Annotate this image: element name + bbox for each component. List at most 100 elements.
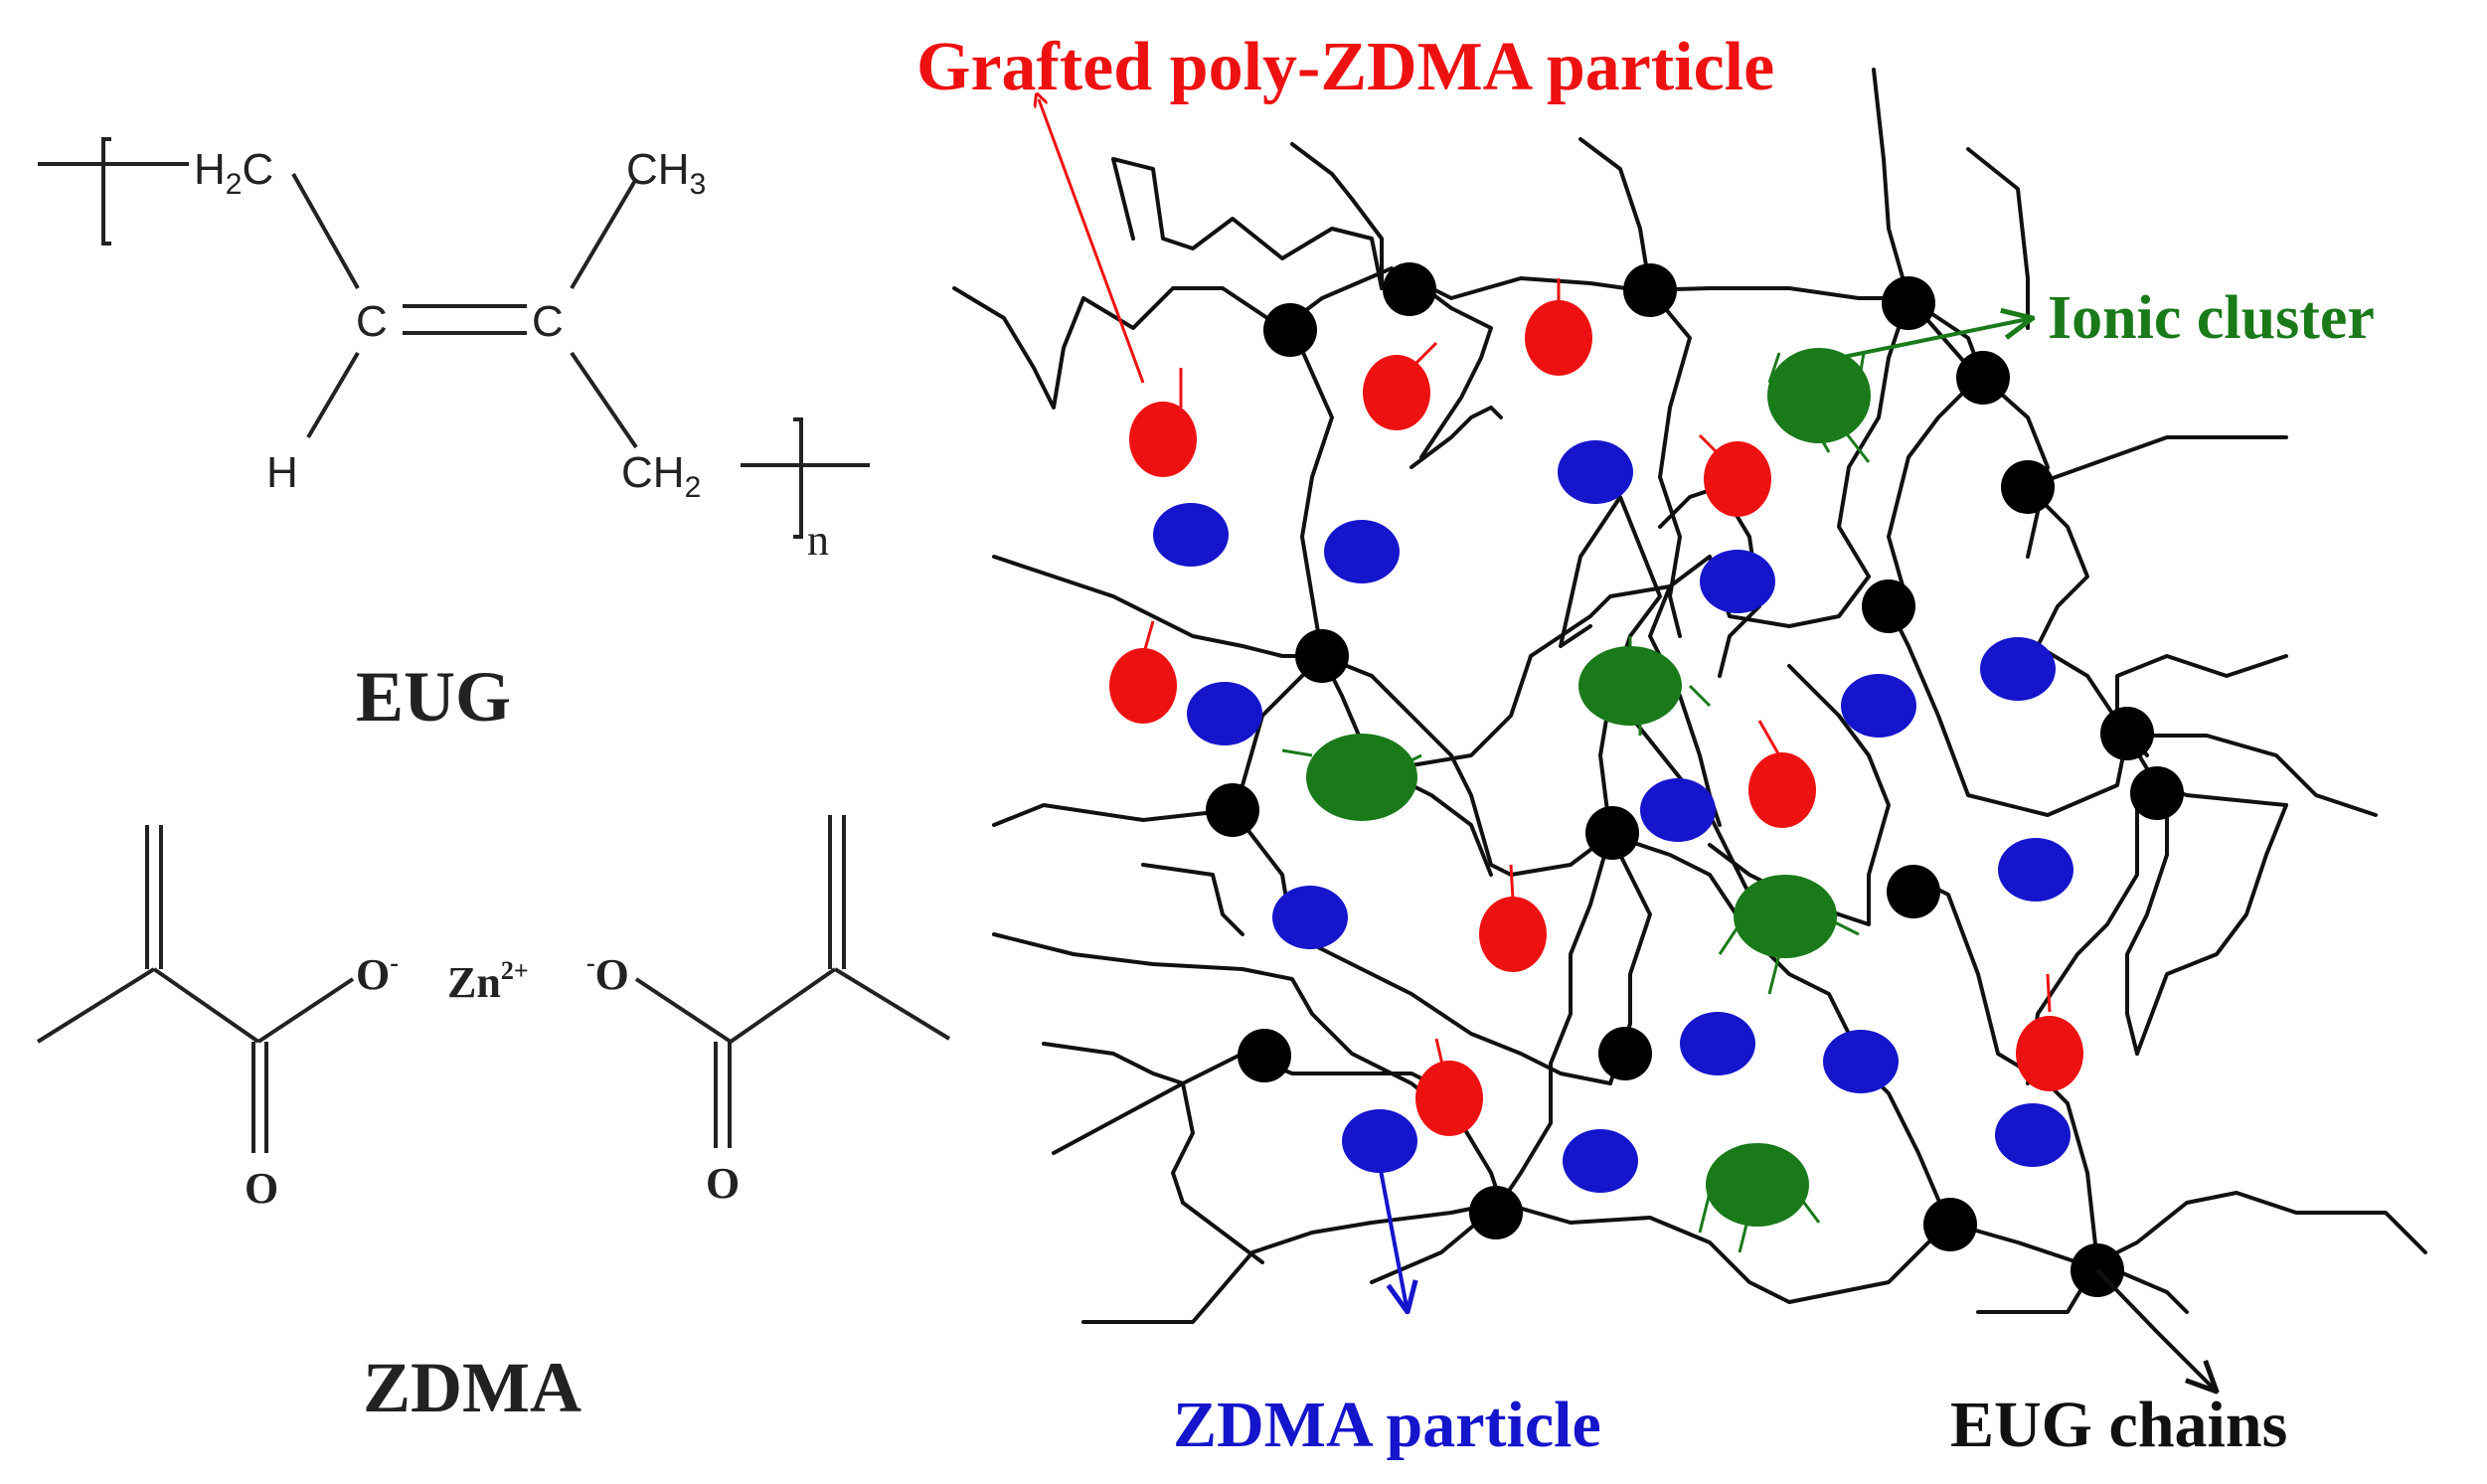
ionic-cluster	[1734, 875, 1837, 958]
grafted-particle	[1704, 441, 1771, 517]
zdma-o-minus-right: -O	[586, 948, 629, 999]
zdma-particle-label: ZDMA particle	[1173, 1389, 1601, 1461]
eug-chain	[1608, 833, 1950, 1225]
grafted-label: Grafted poly-ZDMA particle	[916, 29, 1774, 105]
eug-right-bracket	[793, 417, 803, 539]
crosslink-point	[1923, 1198, 1977, 1251]
ionic-cluster	[1767, 348, 1871, 443]
crosslink-point	[2001, 460, 2055, 514]
grafted-particle	[2016, 1016, 2083, 1091]
eug-chain	[1966, 147, 2030, 330]
eug-chain	[1081, 1201, 1503, 1324]
zdma-o-right: O	[706, 1159, 740, 1208]
zdma-particle	[1342, 1109, 1417, 1173]
graft-stalk	[1509, 864, 1515, 901]
eug-chain	[1231, 808, 1612, 1085]
crosslink-point	[1383, 262, 1436, 316]
crosslink-point	[1295, 629, 1349, 683]
eug-chains-label: EUG chains	[1950, 1389, 2287, 1461]
eug-name: EUG	[356, 657, 511, 737]
eug-chain	[1409, 406, 1503, 469]
grafted-particle	[1129, 402, 1197, 477]
eug-chain	[1648, 288, 1692, 638]
crosslink-point	[1887, 865, 1940, 918]
crosslink-point	[1598, 1027, 1652, 1080]
zdma-particle	[1841, 674, 1916, 738]
eug-chain	[1111, 157, 1384, 290]
ionic-arrow	[1838, 318, 2033, 360]
crosslink-point	[1585, 806, 1639, 860]
eug-chain	[2125, 793, 2169, 1056]
zdma-o-left: O	[245, 1164, 278, 1213]
zdma-particle	[1995, 1103, 2071, 1167]
grafted-particle	[1109, 648, 1177, 724]
crosslink-point	[1469, 1186, 1523, 1239]
grafted-particles	[1109, 278, 2083, 1136]
eug-chain	[2135, 803, 2288, 1056]
eug-chains-arrow	[2095, 1268, 2217, 1392]
zdma-bond-l1	[36, 967, 156, 1044]
grafted-particle	[1363, 355, 1430, 430]
eug-left-bracket	[101, 137, 111, 246]
zdma-particle-arrow	[1378, 1164, 1408, 1312]
eug-chain	[2026, 485, 2129, 738]
grafted-particle	[1479, 897, 1547, 972]
eug-bond-h2c-c	[291, 173, 360, 289]
zdma-particles	[1153, 440, 2073, 1193]
eug-chain	[1658, 485, 1761, 678]
crosslink-point	[2100, 707, 2154, 760]
zdma-particle	[1272, 886, 1348, 949]
eug-atom-labels: H2C C C CH3 H CH2	[194, 145, 706, 504]
zdma-bond-r1	[634, 977, 733, 1044]
eug-chain	[1887, 376, 1980, 608]
eug-chain	[1499, 833, 1612, 1205]
eug-chain	[1290, 142, 1384, 290]
crosslink-point	[1882, 276, 1935, 330]
eug-chain	[1578, 137, 1652, 292]
eug-chain	[2026, 435, 2288, 489]
zdma-particle	[1823, 1030, 1899, 1093]
zdma-bond-r3	[833, 967, 951, 1041]
zdma-bond-l2	[152, 967, 260, 1044]
eug-structure	[38, 137, 870, 539]
eug-h-label: H	[266, 448, 298, 497]
eug-chain	[952, 286, 1284, 410]
ionic-cluster	[1306, 734, 1417, 821]
zdma-particle	[1680, 1012, 1755, 1075]
zdma-atom-labels: O- Zn2+ -O O O	[245, 948, 740, 1213]
eug-bond-c-ch2	[570, 351, 638, 449]
annotation-arrows	[1039, 99, 2217, 1392]
eug-bond-c-h	[306, 351, 360, 439]
grafted-arrow	[1039, 99, 1145, 384]
eug-chain	[1370, 674, 1612, 877]
eug-ch3-label: CH3	[626, 145, 706, 201]
eug-bond-c-ch3	[570, 177, 638, 290]
zdma-particle	[1153, 503, 1229, 567]
zdma-bond-r2	[729, 967, 837, 1044]
eug-chain	[1559, 495, 1662, 837]
ionic-cluster	[1706, 1143, 1809, 1227]
zdma-particle	[1558, 440, 1633, 504]
eug-chain	[1668, 555, 1871, 628]
eug-chain	[1529, 584, 1722, 827]
eug-h2c-label: H2C	[194, 145, 273, 201]
grafted-particle	[1748, 752, 1816, 828]
eug-chain	[1042, 1042, 1195, 1205]
eug-c-left-label: C	[356, 297, 388, 346]
zdma-particle	[1187, 682, 1262, 745]
eug-chain	[2095, 1191, 2427, 1264]
zdma-particle	[1324, 520, 1400, 583]
zdma-particle	[1998, 838, 2073, 902]
eug-n-label: n	[807, 516, 829, 565]
crosslink-point	[1206, 783, 1259, 837]
zdma-bond-l3	[256, 977, 355, 1044]
grafted-particle	[1415, 1061, 1483, 1136]
ionic-tether	[1767, 352, 1871, 463]
zdma-particle	[1980, 637, 2056, 701]
zdma-structure	[36, 815, 951, 1153]
zdma-particle	[1640, 778, 1716, 842]
eug-chain	[1872, 68, 1910, 300]
graft-stalk	[2046, 973, 2052, 1013]
zdma-particle	[1700, 550, 1775, 613]
